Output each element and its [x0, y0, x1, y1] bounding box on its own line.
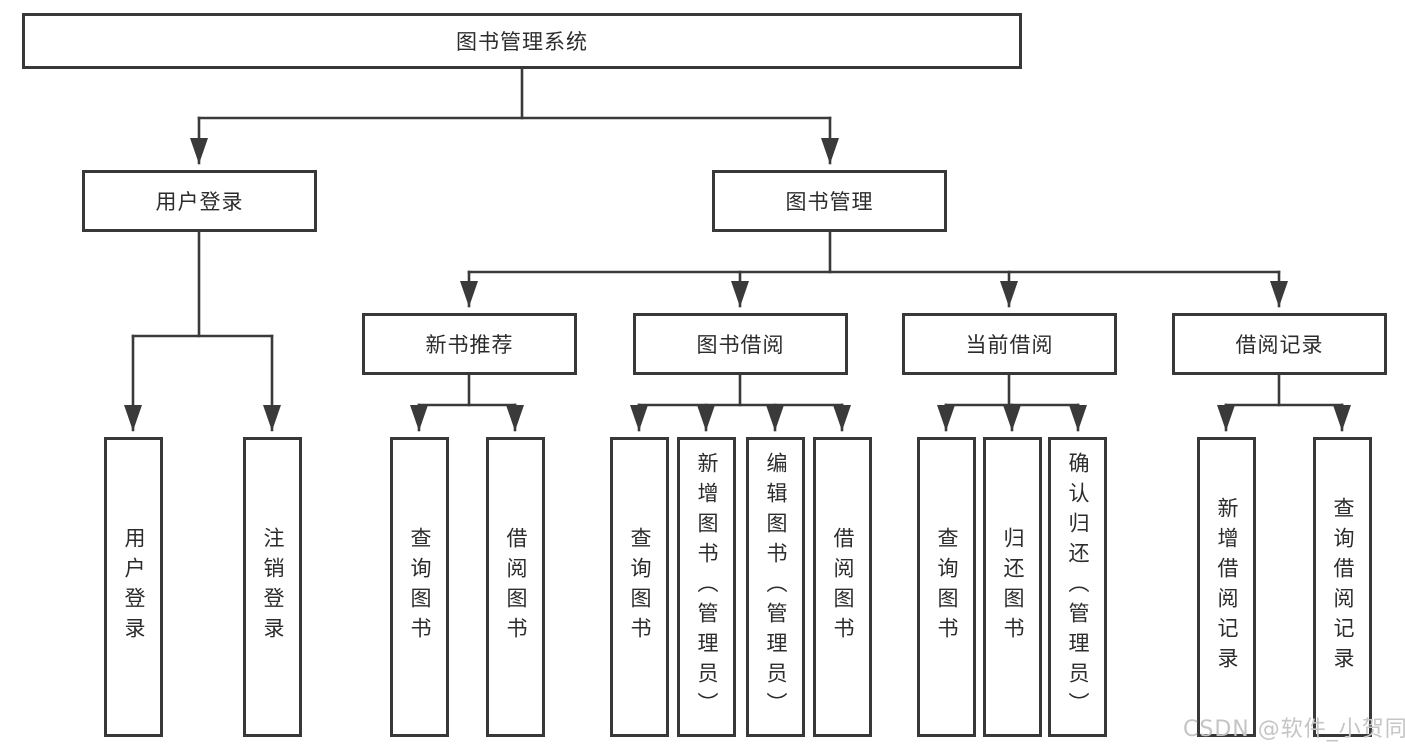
node-leaf-edit-book-admin: 编辑图书（管理员） — [746, 437, 805, 737]
node-leaf-query-books-borrowing: 查询图书 — [610, 437, 669, 737]
node-label: 借阅图书 — [831, 527, 855, 647]
node-label: 查询借阅记录 — [1331, 497, 1355, 677]
node-leaf-query-books-recommend: 查询图书 — [390, 437, 449, 737]
node-leaf-return-book: 归还图书 — [983, 437, 1042, 737]
node-leaf-query-books-current: 查询图书 — [917, 437, 976, 737]
node-label: 确认归还（管理员） — [1066, 452, 1090, 722]
node-label: 图书管理 — [785, 190, 874, 214]
node-label: 查询图书 — [935, 527, 959, 647]
node-book-management: 图书管理 — [712, 170, 947, 232]
node-leaf-confirm-return-admin: 确认归还（管理员） — [1048, 437, 1107, 737]
node-leaf-add-book-admin: 新增图书（管理员） — [677, 437, 736, 737]
node-leaf-user-login: 用户登录 — [104, 437, 163, 737]
node-new-book-recommend: 新书推荐 — [362, 313, 577, 375]
node-leaf-borrow-books-borrowing: 借阅图书 — [813, 437, 872, 737]
node-current-borrowing: 当前借阅 — [902, 313, 1117, 375]
node-label: 新增借阅记录 — [1215, 497, 1239, 677]
node-label: 借阅记录 — [1235, 333, 1324, 357]
node-label: 新书推荐 — [425, 333, 514, 357]
node-leaf-logout: 注销登录 — [243, 437, 302, 737]
node-label: 图书借阅 — [696, 333, 785, 357]
node-label: 新增图书（管理员） — [695, 452, 719, 722]
node-label: 借阅图书 — [504, 527, 528, 647]
node-leaf-add-borrow-record: 新增借阅记录 — [1197, 437, 1256, 737]
node-label: 查询图书 — [408, 527, 432, 647]
node-label: 用户登录 — [155, 190, 244, 214]
node-book-borrowing: 图书借阅 — [633, 313, 848, 375]
node-label: 编辑图书（管理员） — [764, 452, 788, 722]
node-label: 注销登录 — [261, 527, 285, 647]
node-label: 图书管理系统 — [456, 30, 588, 54]
node-root-system: 图书管理系统 — [22, 13, 1022, 69]
node-label: 当前借阅 — [965, 333, 1054, 357]
node-label: 用户登录 — [122, 527, 146, 647]
csdn-watermark: CSDN @软件_小贺同学 — [1183, 717, 1405, 742]
node-label: 查询图书 — [628, 527, 652, 647]
node-borrowing-records: 借阅记录 — [1172, 313, 1387, 375]
node-label: 归还图书 — [1001, 527, 1025, 647]
node-user-login: 用户登录 — [82, 170, 317, 232]
node-leaf-borrow-books-recommend: 借阅图书 — [486, 437, 545, 737]
node-leaf-query-borrow-record: 查询借阅记录 — [1313, 437, 1372, 737]
